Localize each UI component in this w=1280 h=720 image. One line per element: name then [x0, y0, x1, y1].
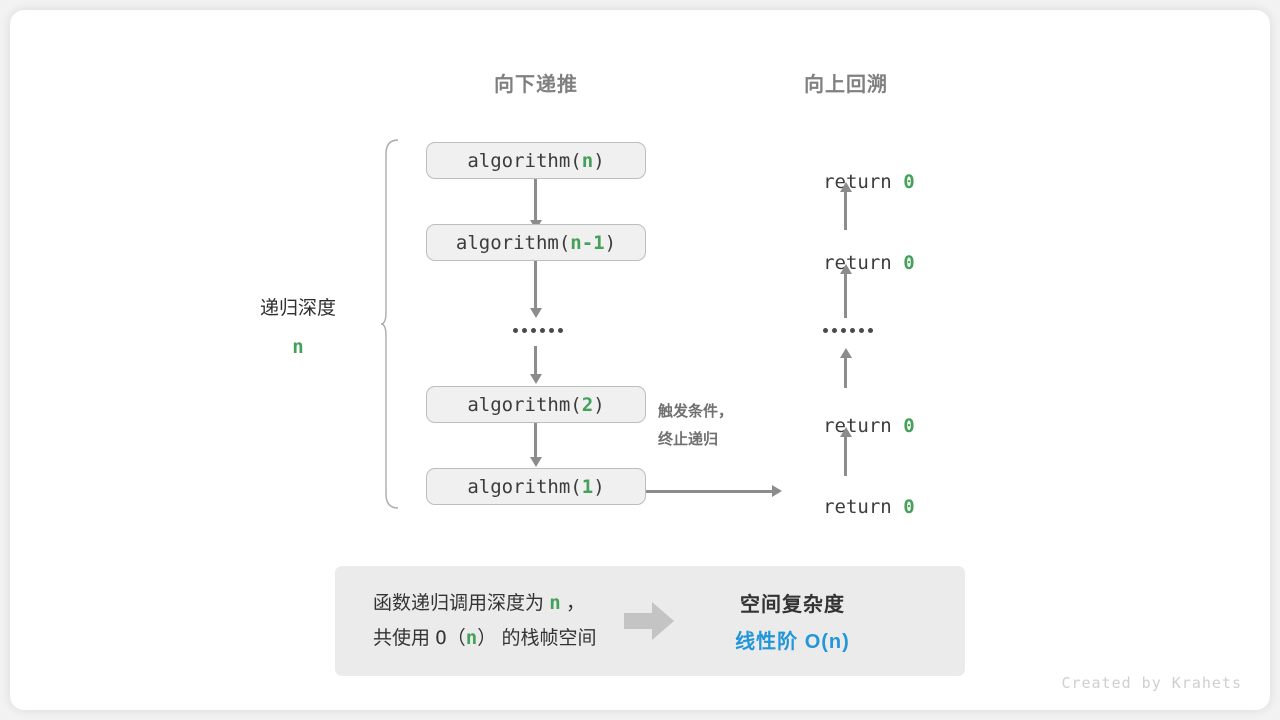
- summary-right: 空间复杂度 线性阶 O(n): [702, 588, 882, 654]
- return-label-4: return 0: [736, 474, 956, 540]
- summary-line2-b: 的栈帧空间: [496, 628, 597, 649]
- recursion-depth-label: 递归深度 n: [218, 293, 378, 358]
- return-label-1-value: 0: [903, 252, 915, 274]
- return-ellipsis: [823, 328, 873, 333]
- call-box-3[interactable]: algorithm(2): [426, 386, 646, 423]
- right-arrow-icon: [624, 602, 675, 640]
- summary-left-text: 函数递归调用深度为 n ， 共使用 O（n） 的栈帧空间: [373, 586, 596, 656]
- call-box-1[interactable]: algorithm(n-1): [426, 224, 646, 261]
- summary-title: 空间复杂度: [739, 594, 845, 616]
- call-box-4[interactable]: algorithm(1): [426, 468, 646, 505]
- column-header-down: 向下递推: [494, 74, 578, 96]
- summary-line2-a: 共使用: [373, 628, 436, 649]
- summary-left-line1: 函数递归调用深度为 n ，: [373, 586, 596, 621]
- watermark: Created by Krahets: [1061, 674, 1242, 692]
- call-box-1-arg: n-1: [570, 231, 605, 254]
- return-label-4-prefix: return: [823, 496, 904, 518]
- trigger-note: 触发条件， 终止递归: [658, 398, 733, 454]
- return-label-3-prefix: return: [823, 415, 904, 437]
- arrow-base-case: [646, 485, 782, 497]
- call-box-0-prefix: algorithm(: [467, 149, 582, 172]
- call-box-3-prefix: algorithm(: [467, 393, 582, 416]
- summary-line1-b: ，: [560, 593, 586, 614]
- recursion-depth-value: n: [292, 336, 304, 358]
- call-box-1-suffix: ): [604, 231, 617, 254]
- arrow-down-1: [529, 261, 542, 318]
- arrow-up-1: [839, 264, 852, 318]
- arrow-down-2: [529, 346, 542, 384]
- diagram-card: 向下递推 向上回溯 递归深度 n algorithm(n) algorithm(…: [10, 10, 1270, 710]
- summary-panel: 函数递归调用深度为 n ， 共使用 O（n） 的栈帧空间 空间复杂度 线性阶 O…: [335, 566, 965, 676]
- call-box-4-prefix: algorithm(: [467, 475, 582, 498]
- call-stack-ellipsis: [513, 328, 563, 333]
- arrow-up-2: [839, 348, 852, 388]
- summary-line1-a: 函数递归调用深度为: [373, 593, 550, 614]
- return-label-4-value: 0: [903, 496, 915, 518]
- call-box-4-arg: 1: [581, 475, 594, 498]
- recursion-depth-title: 递归深度: [259, 298, 336, 319]
- summary-line2-o: O（: [435, 627, 466, 649]
- call-box-3-suffix: ): [593, 393, 605, 416]
- summary-value: 线性阶 O(n): [735, 631, 850, 653]
- call-box-4-suffix: ): [593, 475, 605, 498]
- call-box-1-prefix: algorithm(: [455, 231, 571, 254]
- trigger-note-line1: 触发条件，: [658, 403, 734, 420]
- summary-line2-n: n: [465, 627, 478, 649]
- return-label-0-value: 0: [903, 171, 915, 193]
- return-label-0-prefix: return: [823, 171, 904, 193]
- call-box-3-arg: 2: [581, 393, 594, 416]
- call-box-0-suffix: ): [593, 149, 605, 172]
- trigger-note-line2: 终止递归: [658, 431, 719, 448]
- call-box-0[interactable]: algorithm(n): [426, 142, 646, 179]
- return-label-3-value: 0: [903, 415, 915, 437]
- arrow-down-0: [529, 179, 542, 230]
- arrow-up-0: [839, 182, 852, 230]
- arrow-up-3: [839, 427, 852, 476]
- curly-brace-icon: [380, 139, 399, 509]
- summary-left-line2: 共使用 O（n） 的栈帧空间: [373, 621, 596, 656]
- arrow-down-3: [529, 423, 542, 467]
- column-header-up: 向上回溯: [804, 74, 888, 96]
- return-label-1-prefix: return: [823, 252, 904, 274]
- call-box-0-arg: n: [581, 149, 594, 172]
- summary-line2-c: ）: [477, 627, 497, 649]
- summary-line1-n: n: [549, 592, 561, 614]
